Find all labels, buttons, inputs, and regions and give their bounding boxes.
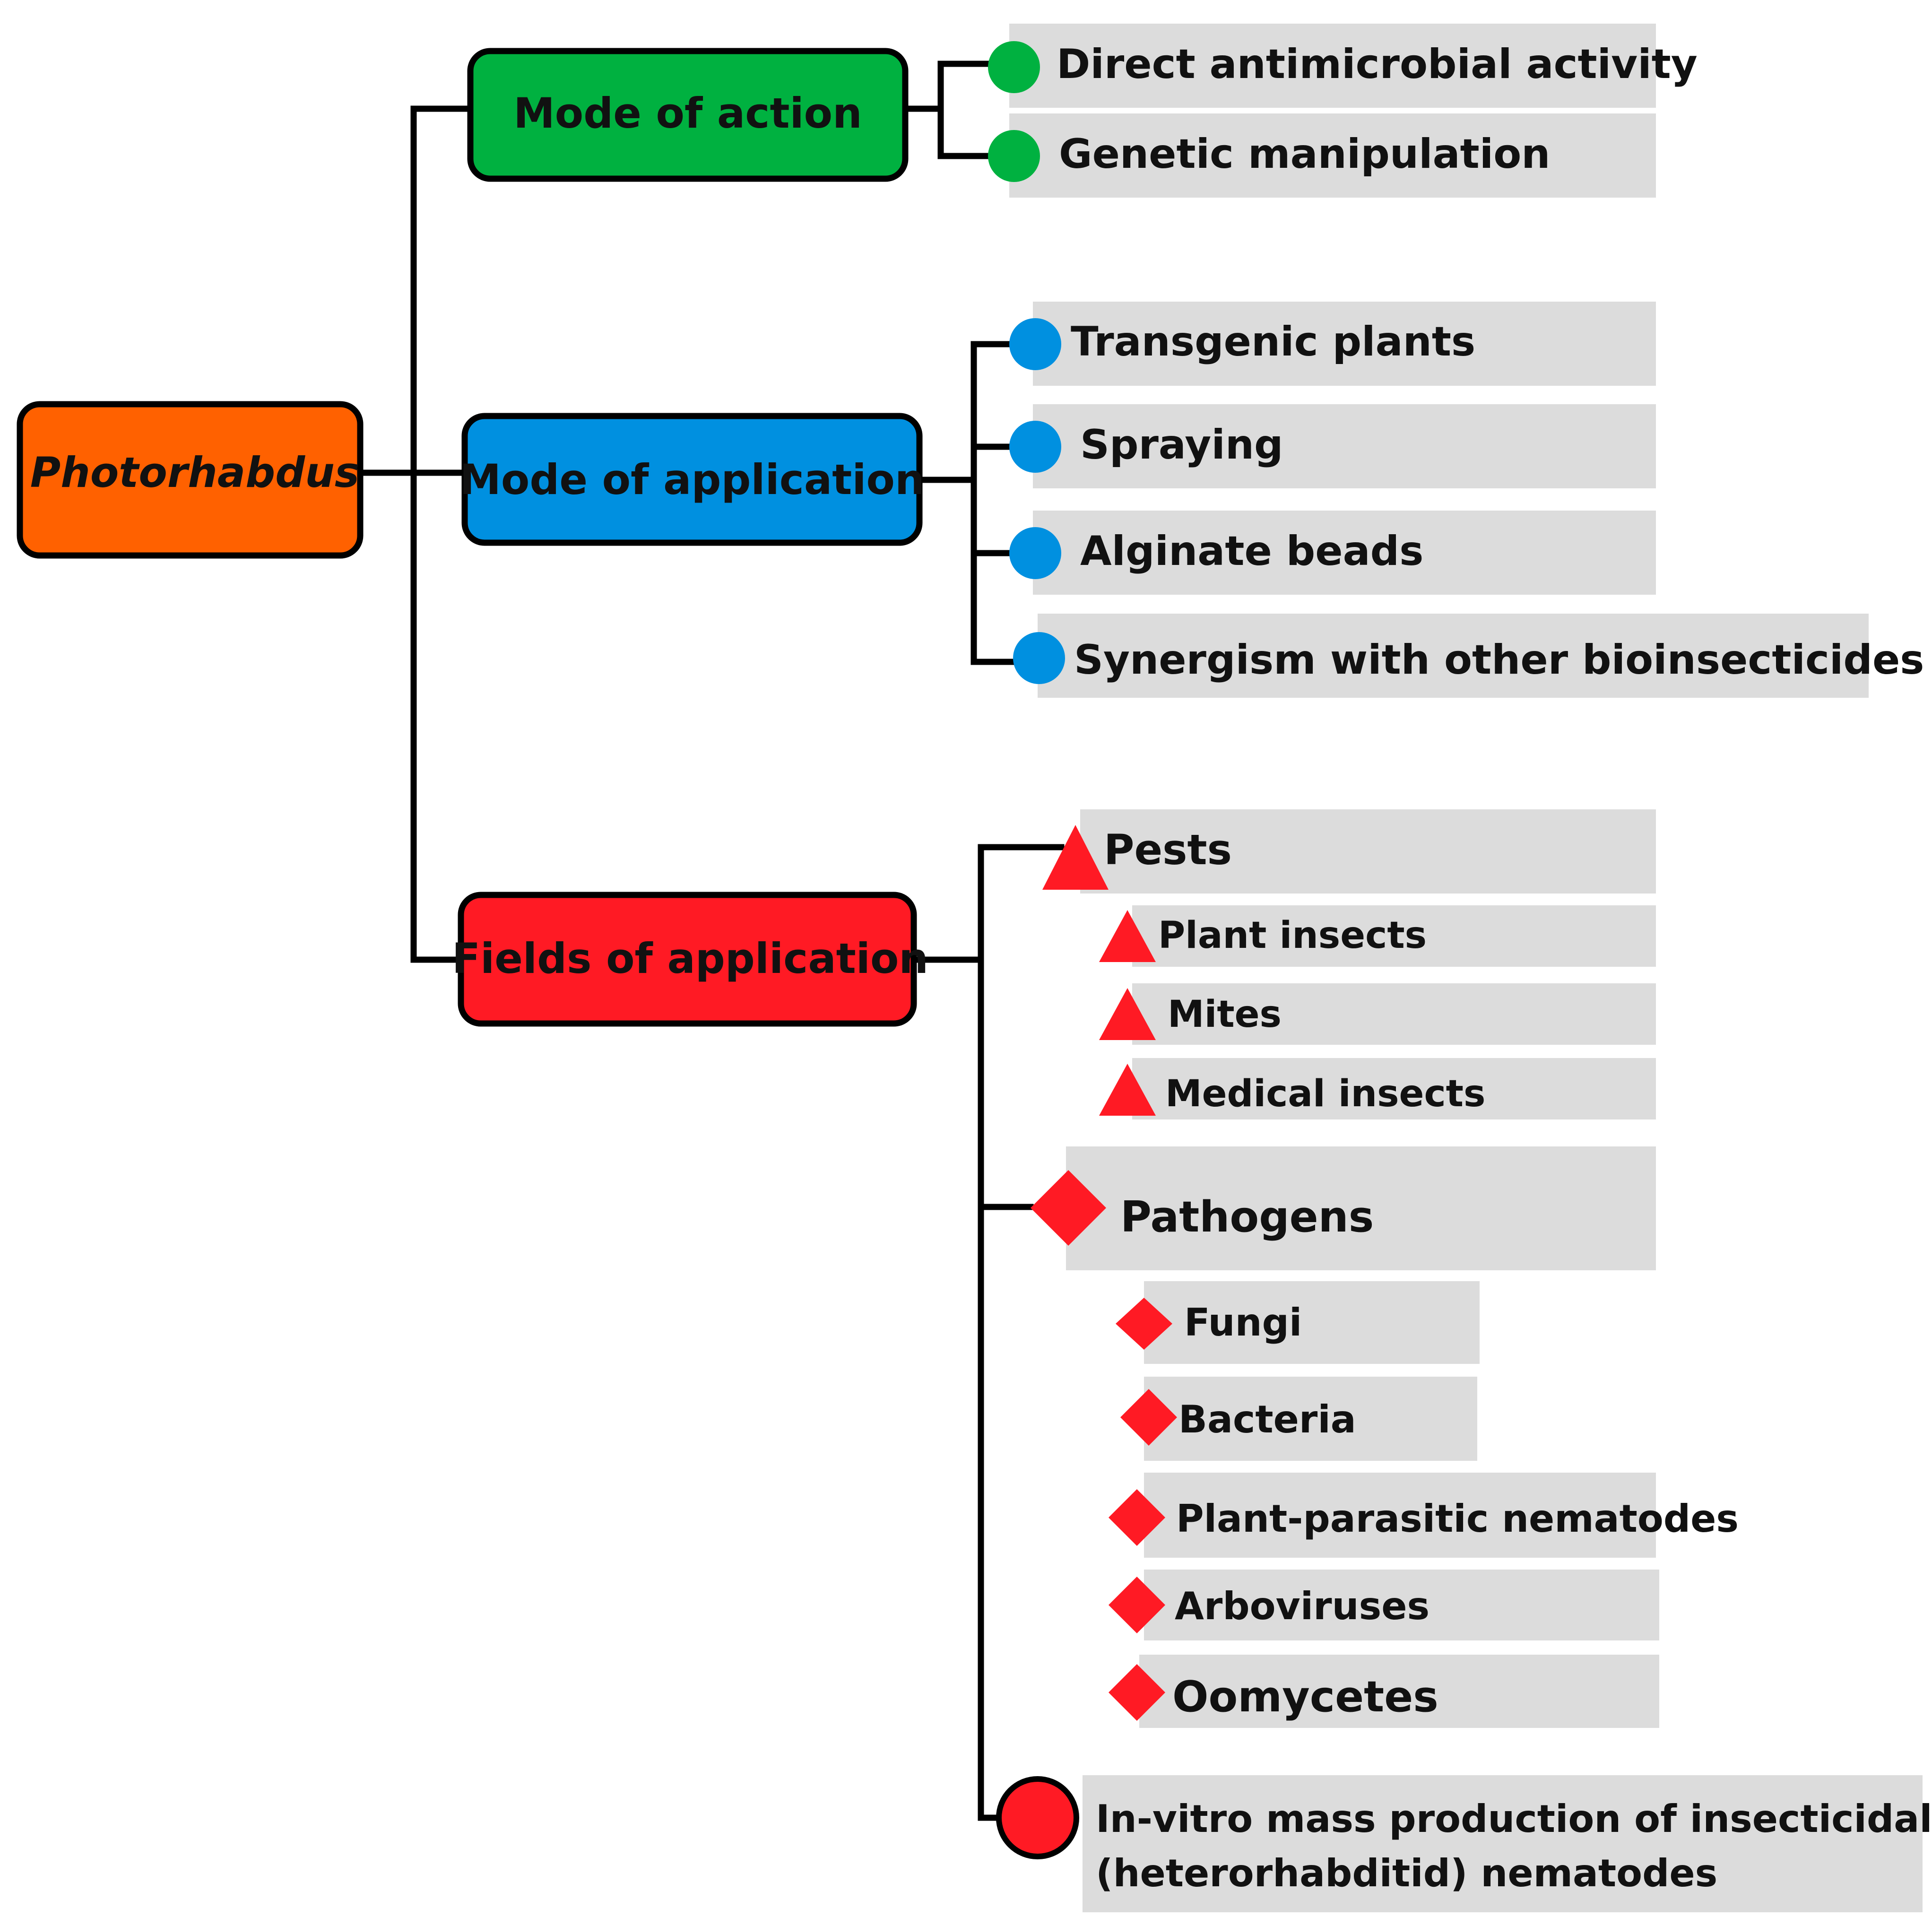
leaf-background <box>1144 1473 1656 1558</box>
pest-mites: Mites <box>1099 983 1656 1045</box>
leaf-label: Medical insects <box>1165 1073 1485 1115</box>
branch-label: Fields of application <box>452 934 928 983</box>
leaf-background <box>1132 1058 1656 1119</box>
leaf-label: Genetic manipulation <box>1059 130 1551 178</box>
leaf-background <box>1132 905 1656 967</box>
leaf-alginate-beads: Alginate beads <box>1009 511 1656 595</box>
group-label: Pathogens <box>1120 1192 1374 1242</box>
diamond-icon <box>1116 1298 1172 1350</box>
leaf-background <box>1066 1146 1656 1270</box>
branch-box <box>467 48 909 182</box>
group-pathogens: Pathogens <box>1031 1146 1656 1270</box>
branch-mode-of-application: Mode of application <box>459 413 925 546</box>
root-label: Photorhabdus <box>30 448 360 497</box>
leaf-label: Alginate beads <box>1080 528 1423 575</box>
red-circle-icon <box>996 1776 1079 1859</box>
blue-dot-icon <box>1009 527 1061 579</box>
leaf-label: Plant insects <box>1158 914 1427 957</box>
leaf-label: Mites <box>1168 993 1282 1036</box>
branch-label: Mode of action <box>513 89 862 138</box>
leaf-label: Arboviruses <box>1175 1584 1430 1628</box>
diamond-icon <box>1120 1389 1177 1446</box>
leaf-background <box>1144 1281 1480 1364</box>
leaf-direct-antimicrobial-activity: Direct antimicrobial activity <box>988 24 1698 108</box>
branch-mode-of-action: Mode of action <box>467 48 909 182</box>
leaf-label: Synergism with other bioinsecticides <box>1074 636 1924 684</box>
pathogen-oomycetes: Oomycetes <box>1109 1655 1659 1728</box>
pathogen-fungi: Fungi <box>1116 1281 1480 1364</box>
diamond-icon <box>1031 1170 1106 1246</box>
blue-dot-icon <box>1009 421 1061 473</box>
leaf-background <box>1033 302 1656 386</box>
leaf-label: Spraying <box>1080 421 1283 468</box>
root-box <box>17 401 364 559</box>
triangle-icon <box>1099 988 1156 1040</box>
leaf-genetic-manipulation: Genetic manipulation <box>988 113 1656 198</box>
leaf-background <box>1038 614 1869 698</box>
pathogen-plant-parasitic-nematodes: Plant-parasitic nematodes <box>1109 1473 1739 1558</box>
group-in-vitro-mass-production: In-vitro mass production of insecticidal… <box>996 1775 1932 1912</box>
group-label-line-2: (heterorhabditid) nematodes <box>1096 1851 1717 1895</box>
connectors <box>358 61 1065 1821</box>
green-dot-icon <box>988 130 1040 182</box>
leaf-label: Plant-parasitic nematodes <box>1176 1497 1739 1541</box>
branch-fields-of-application: Fields of application <box>452 892 928 1027</box>
leaf-background <box>1132 983 1656 1045</box>
pathogen-bacteria: Bacteria <box>1120 1377 1477 1461</box>
leaf-synergism: Synergism with other bioinsecticides <box>1013 614 1924 698</box>
pathogen-arboviruses: Arboviruses <box>1109 1570 1659 1640</box>
branch-label: Mode of application <box>459 455 924 504</box>
diamond-icon <box>1109 1489 1165 1546</box>
leaf-background <box>1009 24 1656 108</box>
leaf-background <box>1009 113 1656 198</box>
branch-box <box>458 892 917 1027</box>
diamond-icon <box>1109 1577 1165 1633</box>
triangle-icon <box>1099 1064 1156 1116</box>
group-label: Pests <box>1104 825 1232 874</box>
blue-dot-icon <box>1009 318 1061 370</box>
branch-box <box>461 413 923 546</box>
group-label-line-1: In-vitro mass production of insecticidal <box>1096 1797 1932 1841</box>
blue-dot-icon <box>1013 632 1065 684</box>
leaf-background <box>1139 1655 1659 1728</box>
leaf-label: Bacteria <box>1178 1397 1356 1441</box>
leaf-background <box>1080 809 1656 894</box>
triangle-icon <box>1042 825 1109 890</box>
leaf-label: Transgenic plants <box>1071 318 1475 365</box>
leaf-label: Oomycetes <box>1172 1672 1438 1722</box>
pest-medical-insects: Medical insects <box>1099 1058 1656 1119</box>
leaf-label: Direct antimicrobial activity <box>1057 41 1698 88</box>
green-dot-icon <box>988 41 1040 93</box>
triangle-icon <box>1099 910 1156 962</box>
pest-plant-insects: Plant insects <box>1099 905 1656 967</box>
root-node: Photorhabdus <box>17 401 364 559</box>
leaf-label: Fungi <box>1184 1301 1302 1345</box>
leaf-background <box>1033 404 1656 488</box>
leaf-background <box>1083 1775 1923 1912</box>
leaf-background <box>1144 1570 1659 1640</box>
group-pests: Pests <box>1042 809 1656 894</box>
leaf-transgenic-plants: Transgenic plants <box>1009 302 1656 386</box>
leaf-spraying: Spraying <box>1009 404 1656 488</box>
leaf-background <box>1033 511 1656 595</box>
leaf-background <box>1144 1377 1477 1461</box>
diamond-icon <box>1109 1664 1165 1721</box>
